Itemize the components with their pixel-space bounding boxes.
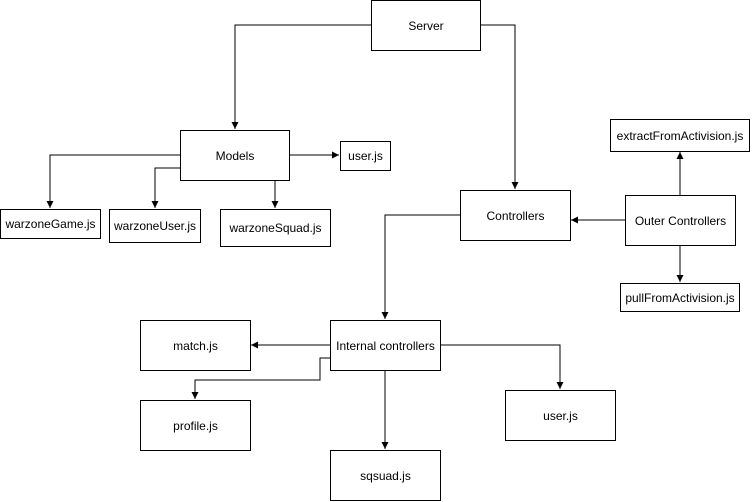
node-match-js[interactable]: match.js <box>140 320 251 371</box>
node-warzone-user[interactable]: warzoneUser.js <box>109 209 201 243</box>
node-user-js-models[interactable]: user.js <box>340 141 391 171</box>
edge-controllers-internal <box>381 214 460 319</box>
edge-models-warzone-user <box>151 167 180 208</box>
edge-internal-profile <box>191 357 330 399</box>
edge-internal-user-js <box>440 344 564 389</box>
node-pull-from-activision[interactable]: pullFromActivision.js <box>620 283 740 312</box>
edge-server-models <box>231 24 371 129</box>
node-user-js-internal[interactable]: user.js <box>505 390 616 441</box>
edge-server-controllers <box>481 24 519 189</box>
edge-models-warzone-game <box>46 154 180 208</box>
node-sqsuad-js[interactable]: sqsuad.js <box>330 450 441 501</box>
node-controllers[interactable]: Controllers <box>460 190 571 241</box>
node-extract-from-activision[interactable]: extractFromActivision.js <box>610 119 750 152</box>
node-outer-controllers[interactable]: Outer Controllers <box>625 195 736 246</box>
node-warzone-game[interactable]: warzoneGame.js <box>0 209 101 239</box>
node-models[interactable]: Models <box>180 130 290 181</box>
node-server[interactable]: Server <box>371 0 481 51</box>
node-profile-js[interactable]: profile.js <box>140 400 251 451</box>
node-internal-controllers[interactable]: Internal controllers <box>330 320 441 371</box>
node-warzone-squad[interactable]: warzoneSquad.js <box>220 209 331 247</box>
